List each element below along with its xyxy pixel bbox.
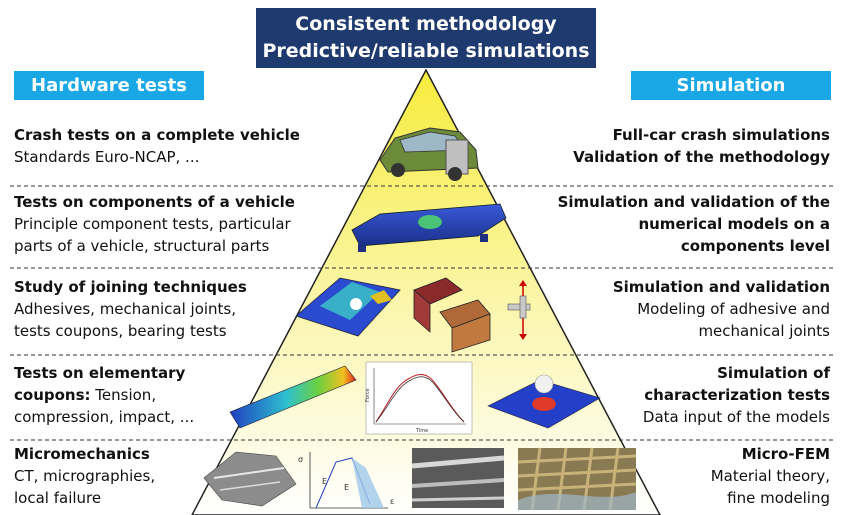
sigma-label: σ bbox=[298, 455, 303, 464]
level5-left-line2: local failure bbox=[14, 489, 102, 507]
level5-left-title: Micromechanics bbox=[14, 445, 150, 463]
level1-left-title: Crash tests on a complete vehicle bbox=[14, 126, 300, 144]
level1-right-line1: Full-car crash simulations bbox=[612, 126, 830, 144]
level3-left-text: Study of joining techniques Adhesives, m… bbox=[14, 276, 247, 342]
level4-left-title2: coupons: bbox=[14, 386, 91, 404]
level4-right-text: Simulation of characterization tests Dat… bbox=[643, 362, 830, 428]
level5-left-line1: CT, micrographies, bbox=[14, 467, 156, 485]
force-time-chart: Force Time bbox=[365, 361, 473, 435]
level3-left-line1: Adhesives, mechanical joints, bbox=[14, 300, 237, 318]
level2-right-line2: numerical models on a bbox=[638, 215, 830, 233]
level1-left-line1: Standards Euro-NCAP, ... bbox=[14, 148, 200, 166]
modulus-label-2: E bbox=[344, 483, 349, 492]
force-axis-label: Force bbox=[365, 388, 371, 402]
level5-right-line1: Material theory, bbox=[710, 467, 830, 485]
level5-right-title: Micro-FEM bbox=[741, 445, 830, 463]
time-axis-label: Time bbox=[415, 428, 428, 434]
level2-left-line1: Principle component tests, particular bbox=[14, 215, 291, 233]
epsilon-label: ε bbox=[390, 497, 394, 506]
banner-line-2: Predictive/reliable simulations bbox=[262, 40, 590, 62]
level4-left-line3: compression, impact, ... bbox=[14, 408, 195, 426]
fiber-micrograph-image bbox=[411, 448, 505, 508]
level1-right-line2: Validation of the methodology bbox=[573, 148, 830, 166]
level2-right-line1: Simulation and validation of the bbox=[557, 193, 830, 211]
joining-fem-image bbox=[295, 277, 401, 337]
banner-line-1: Consistent methodology bbox=[295, 13, 557, 35]
level3-right-line2: mechanical joints bbox=[698, 322, 830, 340]
impact-plate-image bbox=[487, 374, 601, 429]
level2-left-text: Tests on components of a vehicle Princip… bbox=[14, 191, 295, 257]
level2-left-title: Tests on components of a vehicle bbox=[14, 193, 295, 211]
level3-right-text: Simulation and validation Modeling of ad… bbox=[613, 276, 830, 342]
level4-left-line2-rest: Tension, bbox=[90, 386, 157, 404]
simulation-header: Simulation bbox=[631, 71, 831, 100]
stress-strain-diagram: σ E E ε bbox=[298, 452, 394, 509]
level1-right-text: Full-car crash simulations Validation of… bbox=[573, 124, 830, 168]
woven-fabric-image bbox=[517, 447, 637, 511]
level4-left-text: Tests on elementary coupons: Tension, co… bbox=[14, 362, 194, 428]
hardware-tests-header: Hardware tests bbox=[14, 71, 204, 100]
level2-left-line2: parts of a vehicle, structural parts bbox=[14, 237, 270, 255]
modulus-label-1: E bbox=[322, 477, 327, 486]
level2-right-text: Simulation and validation of the numeric… bbox=[558, 191, 830, 257]
methodology-banner: Consistent methodology Predictive/reliab… bbox=[256, 8, 596, 68]
level5-right-line2: fine modeling bbox=[727, 489, 830, 507]
joining-bracket-image bbox=[413, 277, 491, 353]
level5-right-text: Micro-FEM Material theory, fine modeling bbox=[711, 443, 830, 509]
level5-left-text: Micromechanics CT, micrographies, local … bbox=[14, 443, 155, 509]
component-beam-image bbox=[351, 203, 507, 252]
ct-micrograph-image bbox=[203, 451, 297, 507]
level3-right-title: Simulation and validation bbox=[612, 278, 830, 296]
joint-load-icon bbox=[507, 280, 531, 340]
level1-left-text: Crash tests on a complete vehicle Standa… bbox=[14, 124, 300, 168]
level3-left-title: Study of joining techniques bbox=[14, 278, 247, 296]
level4-left-title: Tests on elementary bbox=[14, 364, 186, 382]
level4-right-title2: characterization tests bbox=[644, 386, 830, 404]
level3-left-line2: tests coupons, bearing tests bbox=[14, 322, 227, 340]
crash-car-image bbox=[379, 127, 479, 181]
coupon-fem-image bbox=[229, 365, 357, 429]
level2-right-line3: components level bbox=[680, 237, 830, 255]
level3-right-line1: Modeling of adhesive and bbox=[637, 300, 830, 318]
level4-right-line1: Data input of the models bbox=[642, 408, 830, 426]
level4-right-title1: Simulation of bbox=[717, 364, 830, 382]
